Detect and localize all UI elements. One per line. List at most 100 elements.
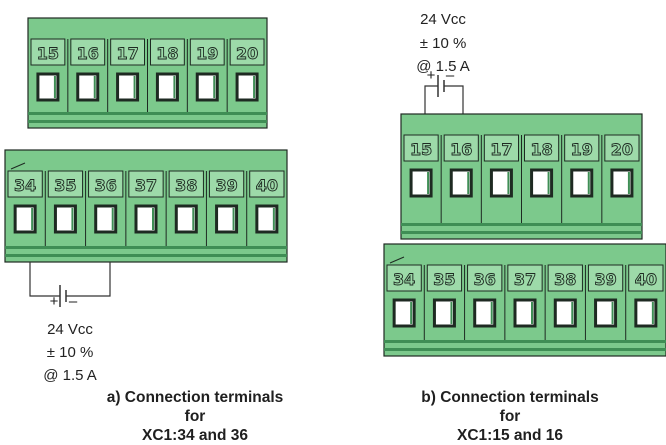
terminal-plate	[229, 38, 265, 66]
a-lower-block: 34 35 36 37 38 39 40	[4, 149, 288, 263]
terminal-number: 36	[474, 270, 496, 289]
b-tolerance-label: ± 10 %	[420, 35, 467, 52]
a-upper-block: 15 16 17 18 19 20	[27, 17, 268, 129]
terminal-slot	[594, 298, 618, 328]
terminal-slot	[76, 72, 100, 102]
terminal-slot	[116, 72, 140, 102]
terminal-number: 18	[156, 44, 178, 63]
b-upper-block: 15 16 17 18 19 20	[400, 113, 643, 240]
terminal-number: 35	[433, 270, 455, 289]
terminal-slot	[634, 298, 658, 328]
terminal-plate	[249, 170, 285, 198]
terminal-number: 19	[571, 140, 593, 159]
terminal-number: 19	[196, 44, 218, 63]
terminal-slot	[13, 204, 37, 234]
terminal-plate	[189, 38, 225, 66]
terminal-number: 36	[95, 176, 117, 195]
terminal-slot	[409, 168, 433, 198]
caption-b-line2: XC1:15 and 16	[457, 427, 563, 444]
terminal-number: 39	[215, 176, 237, 195]
caption-a-line2: XC1:34 and 36	[142, 427, 248, 444]
a-plus-sign: +	[50, 293, 59, 310]
terminal-number: 20	[611, 140, 633, 159]
terminal-plate	[426, 264, 463, 292]
terminal-slot	[174, 204, 198, 234]
terminal-number: 34	[14, 176, 36, 195]
terminal-number: 40	[256, 176, 278, 195]
a-minus-sign: –	[69, 293, 78, 310]
b-minus-sign: –	[446, 67, 455, 84]
b-wire-minus	[444, 85, 464, 116]
terminal-number: 37	[514, 270, 536, 289]
terminal-slot	[432, 298, 456, 328]
terminal-slot	[570, 168, 594, 198]
terminal-number: 37	[135, 176, 157, 195]
terminal-slot	[255, 204, 279, 234]
terminal-slot	[449, 168, 473, 198]
terminal-slot	[134, 204, 158, 234]
terminal-plate	[70, 38, 106, 66]
terminal-slot	[610, 168, 634, 198]
terminal-plate	[483, 134, 520, 162]
caption-b-line1: b) Connection terminals for	[421, 389, 599, 425]
b-wire-plus	[424, 85, 438, 116]
terminal-plate	[628, 264, 664, 292]
terminal-number: 35	[54, 176, 76, 195]
terminal-plate	[524, 134, 560, 162]
terminal-plate	[403, 134, 439, 162]
b-voltage-label: 24 Vcc	[420, 11, 466, 28]
terminal-plate	[386, 264, 422, 292]
terminal-slot	[215, 204, 239, 234]
terminal-plate	[587, 264, 624, 292]
terminal-number: 16	[77, 44, 99, 63]
terminal-slot	[473, 298, 497, 328]
terminal-slot	[94, 204, 118, 234]
terminal-number: 34	[393, 270, 415, 289]
terminal-plate	[507, 264, 543, 292]
terminal-plate	[443, 134, 479, 162]
terminal-plate	[564, 134, 600, 162]
terminal-slot	[195, 72, 219, 102]
caption-a-line1: a) Connection terminals for	[106, 389, 284, 425]
terminal-number: 17	[490, 140, 512, 159]
terminal-number: 15	[410, 140, 432, 159]
terminal-plate	[208, 170, 245, 198]
terminal-plate	[168, 170, 204, 198]
terminal-plate	[88, 170, 124, 198]
b-lower-block: 34 35 36 37 38 39 40	[383, 243, 666, 357]
terminal-slot	[553, 298, 577, 328]
terminal-plate	[7, 170, 43, 198]
terminal-number: 38	[175, 176, 197, 195]
terminal-slot	[36, 72, 60, 102]
terminal-slot	[513, 298, 537, 328]
terminal-slot	[489, 168, 513, 198]
terminal-number: 17	[116, 44, 138, 63]
terminal-slot	[530, 168, 554, 198]
terminal-number: 20	[236, 44, 258, 63]
terminal-number: 40	[635, 270, 657, 289]
caption-b: b) Connection terminals for XC1:15 and 1…	[410, 388, 610, 445]
terminal-number: 16	[450, 140, 472, 159]
terminal-number: 39	[594, 270, 616, 289]
a-wire-plus	[29, 262, 60, 297]
a-wire-minus	[66, 262, 111, 297]
b-current-label: @ 1.5 A	[416, 58, 470, 75]
terminal-plate	[604, 134, 640, 162]
caption-a: a) Connection terminals for XC1:34 and 3…	[95, 388, 295, 445]
a-current-label: @ 1.5 A	[43, 367, 97, 384]
terminal-plate	[467, 264, 503, 292]
terminal-plate	[30, 38, 66, 66]
a-tolerance-label: ± 10 %	[47, 344, 94, 361]
terminal-plate	[110, 38, 145, 66]
terminal-number: 18	[530, 140, 552, 159]
terminal-plate	[128, 170, 164, 198]
terminal-slot	[235, 72, 259, 102]
b-plus-sign: +	[427, 67, 436, 84]
terminal-number: 15	[37, 44, 59, 63]
terminal-number: 38	[554, 270, 576, 289]
terminal-plate	[150, 38, 185, 66]
terminal-slot	[155, 72, 179, 102]
a-voltage-label: 24 Vcc	[47, 321, 93, 338]
terminal-plate	[47, 170, 84, 198]
